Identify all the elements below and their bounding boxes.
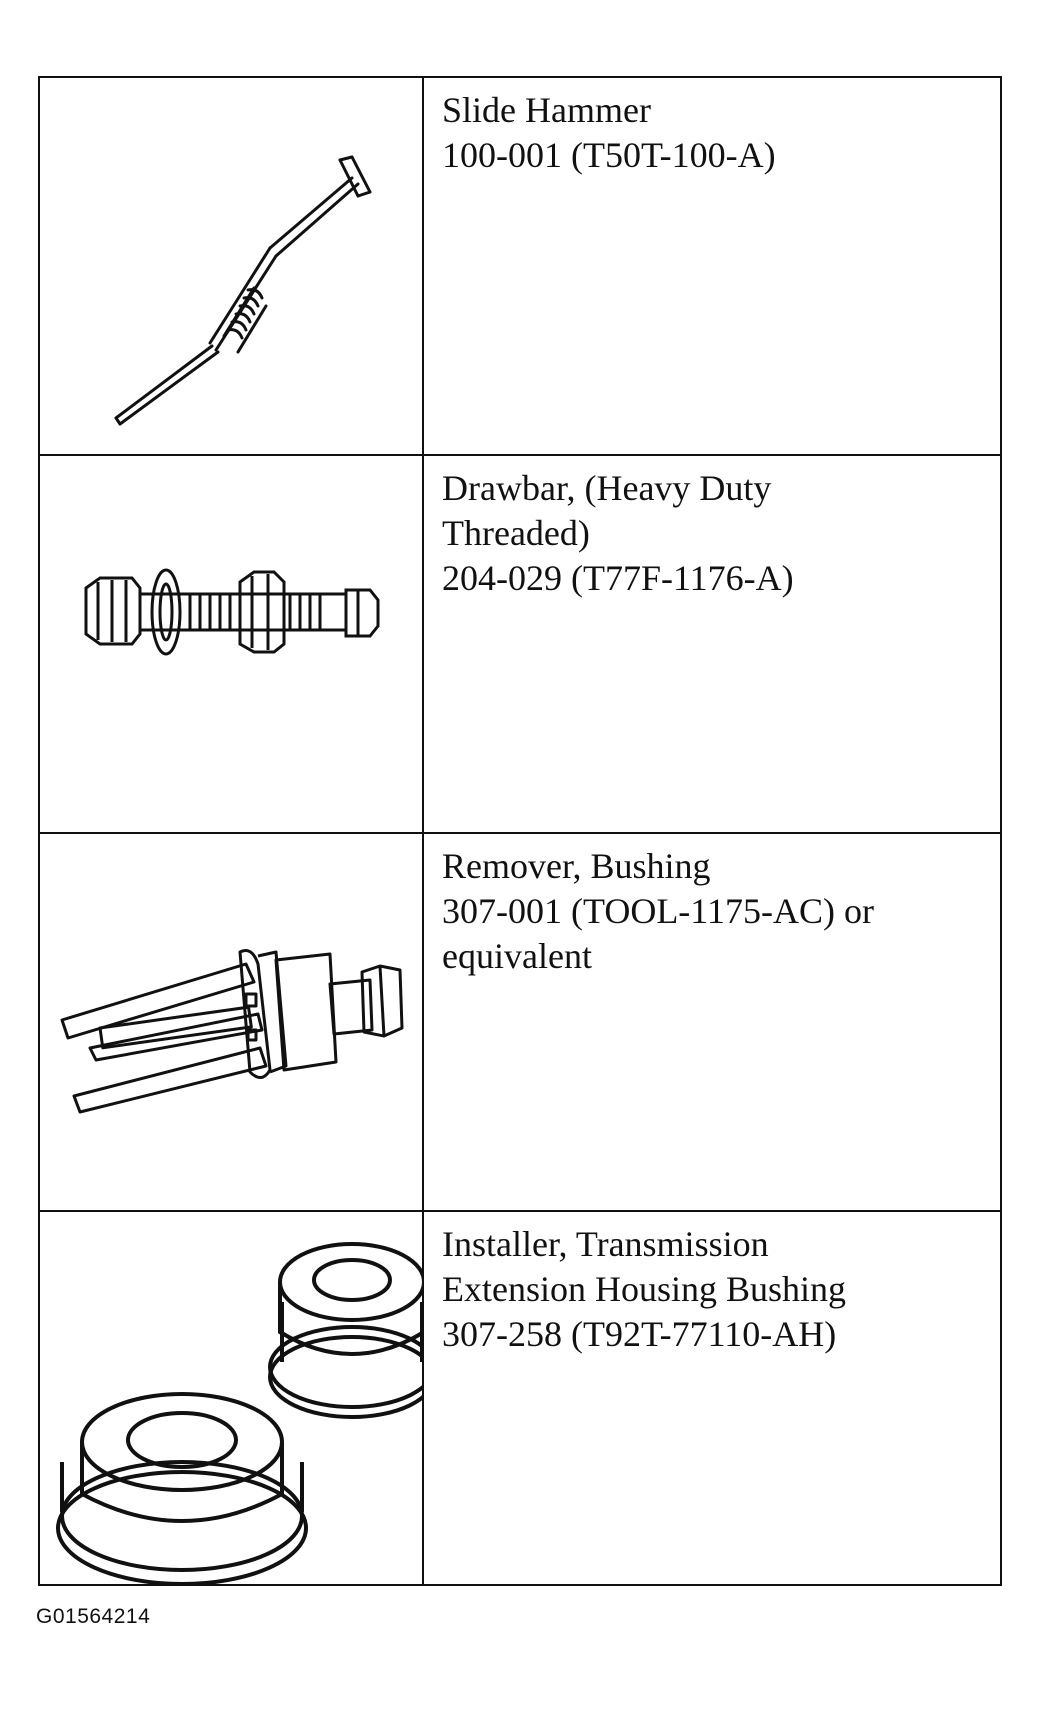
tool-image-cell <box>40 78 424 454</box>
tool-row-drawbar: Drawbar, (Heavy Duty Threaded) 204-029 (… <box>40 456 1000 834</box>
tool-name: Drawbar, (Heavy Duty <box>442 468 772 508</box>
tool-name-continued: equivalent <box>442 936 592 976</box>
tool-row-bushing-remover: Remover, Bushing 307-001 (TOOL-1175-AC) … <box>40 834 1000 1212</box>
tool-image-cell <box>40 834 424 1210</box>
tool-name-continued: Threaded) <box>442 513 590 553</box>
tool-name-continued: Extension Housing Bushing <box>442 1269 847 1309</box>
tool-description: Remover, Bushing 307-001 (TOOL-1175-AC) … <box>424 834 1000 1210</box>
tool-description: Installer, Transmission Extension Housin… <box>424 1212 1000 1584</box>
tool-description: Drawbar, (Heavy Duty Threaded) 204-029 (… <box>424 456 1000 832</box>
slide-hammer-icon <box>114 155 372 426</box>
tool-name: Remover, Bushing <box>442 846 711 886</box>
figure-id: G01564214 <box>36 1605 151 1628</box>
tool-description: Slide Hammer 100-001 (T50T-100-A) <box>424 78 1000 454</box>
tool-part-number: 307-258 (T92T-77110-AH) <box>442 1314 837 1354</box>
bushing-installer-icon <box>56 1242 424 1584</box>
tool-row-slide-hammer: Slide Hammer 100-001 (T50T-100-A) <box>40 78 1000 456</box>
tool-name: Installer, Transmission <box>442 1224 769 1264</box>
tool-image-cell <box>40 1212 424 1584</box>
tool-part-number: 204-029 (T77F-1176-A) <box>442 558 794 598</box>
tool-part-number: 307-001 (TOOL-1175-AC) or <box>442 891 874 931</box>
tool-row-bushing-installer: Installer, Transmission Extension Housin… <box>40 1212 1000 1584</box>
drawbar-icon <box>84 568 380 656</box>
special-tools-table: Slide Hammer 100-001 (T50T-100-A) <box>38 76 1002 1586</box>
bushing-remover-icon <box>60 949 404 1114</box>
tool-part-number: 100-001 (T50T-100-A) <box>442 135 776 175</box>
tool-image-cell <box>40 456 424 832</box>
tool-name: Slide Hammer <box>442 90 651 130</box>
